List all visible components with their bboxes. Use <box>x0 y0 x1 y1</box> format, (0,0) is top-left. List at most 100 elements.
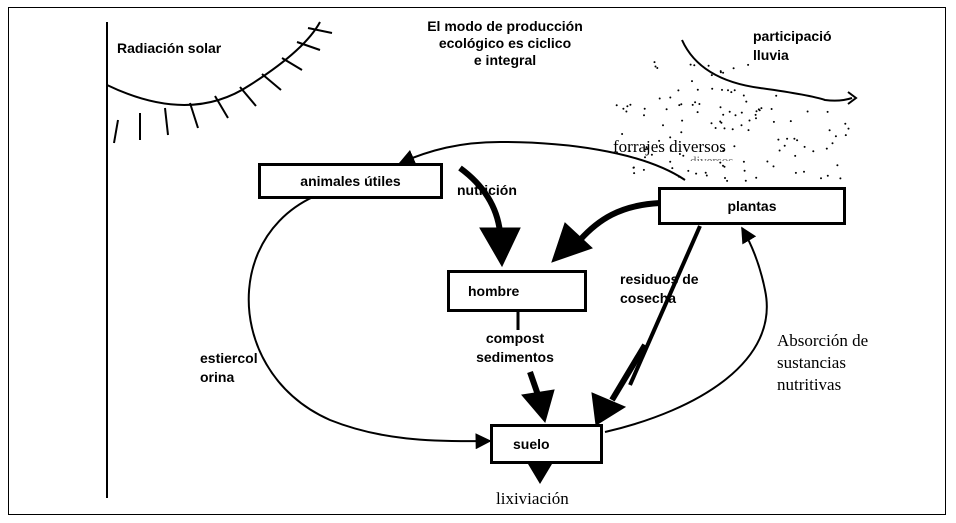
cycle-ellipse-right <box>604 226 768 433</box>
rain-dot <box>628 150 631 152</box>
rain-dot <box>847 127 850 130</box>
rain-dot <box>696 111 699 114</box>
rain-dot <box>828 129 831 132</box>
rain-dot <box>650 153 653 156</box>
rain-dot <box>687 169 690 172</box>
rain-dot <box>844 134 847 137</box>
rain-dot <box>742 94 745 97</box>
rain-dot <box>732 67 735 70</box>
diagram-frame <box>8 7 946 515</box>
arrow-plants-to-man-head <box>551 222 593 263</box>
sun-icon <box>106 21 333 144</box>
rain-dot <box>812 150 815 153</box>
rain-dot <box>754 113 757 116</box>
rain-dot <box>719 120 722 123</box>
cycle-ellipse-top <box>398 140 686 181</box>
rain-dot <box>772 165 775 168</box>
sun-ray <box>261 73 282 91</box>
rain-dot <box>730 91 733 94</box>
rain-dot <box>694 101 697 104</box>
rain-dot <box>646 147 649 150</box>
rain-dot <box>747 63 750 66</box>
rain-dot <box>722 71 725 74</box>
rain-dot <box>786 137 789 140</box>
rain-dot <box>755 110 758 113</box>
arrow-man-to-soil-head <box>521 389 555 424</box>
rain-dot <box>669 136 672 139</box>
rain-dot <box>691 80 693 83</box>
arrow-plants-to-soil <box>628 225 702 386</box>
rain-dot <box>711 87 714 90</box>
title-line-3: e integral <box>473 52 537 68</box>
rain-dot <box>772 120 775 123</box>
rain-dot <box>722 164 724 167</box>
rain-dot <box>644 156 646 159</box>
rain-dot <box>760 107 763 110</box>
rain-dot <box>698 103 701 105</box>
node-man: hombre <box>447 270 587 312</box>
rain-dot <box>744 179 747 182</box>
arrow-plants-to-soil-lower <box>609 343 648 402</box>
rain-dot <box>775 94 778 97</box>
title-line-1: El modo de producción <box>427 18 583 34</box>
rain-dot <box>831 142 834 145</box>
absorption-label-line-3: nutritivas <box>777 375 842 394</box>
rain-dot <box>777 138 780 141</box>
rain-dot <box>689 63 692 66</box>
rain-dot <box>722 149 725 152</box>
rain-dot <box>633 172 636 175</box>
rain-dot <box>671 167 674 170</box>
rain-dot <box>662 124 664 127</box>
arrow-plants-to-soil-head <box>591 392 627 426</box>
node-soil: suelo <box>490 424 603 464</box>
rain-dot <box>669 96 672 99</box>
rain-dot <box>625 110 628 113</box>
rain-dot <box>723 165 726 168</box>
rain-dot <box>806 110 809 113</box>
arrow-animals-to-man-head <box>479 227 521 268</box>
rain-dot <box>710 74 713 77</box>
rain-dot <box>839 177 842 180</box>
rain-dot <box>734 114 737 117</box>
rain-dot <box>733 89 736 92</box>
rain-dot <box>677 89 680 92</box>
rain-dot <box>731 128 734 131</box>
node-plants-label: plantas <box>727 198 777 214</box>
rain-dot <box>680 131 683 134</box>
rain-dot <box>629 103 632 106</box>
rain-dot <box>766 160 769 163</box>
rain-label-line-2: lluvia <box>753 47 789 63</box>
compost-label-line-1: compost <box>485 330 545 346</box>
rain-dot <box>710 122 713 125</box>
rain-dot <box>836 164 839 167</box>
rain-dot <box>720 121 723 124</box>
rain-dot <box>704 171 707 174</box>
residues-label-line-1: residuos de <box>620 271 699 287</box>
rain-dot <box>755 117 757 120</box>
manure-label-line-2: orina <box>200 369 235 385</box>
rain-dot <box>778 149 781 152</box>
rain-dot <box>615 104 618 107</box>
rain-dot <box>721 88 723 91</box>
arrow-soil-leaching-head <box>527 462 553 484</box>
diagram-title: El modo de producción ecológico es cicli… <box>415 18 595 69</box>
forage-label: forrajes diversos <box>613 137 726 156</box>
rain-dot <box>658 139 661 142</box>
rain-dot <box>653 61 656 64</box>
solar-radiation-label: Radiación solar <box>117 40 222 56</box>
rain-dot <box>645 146 648 149</box>
node-animals-label: animales útiles <box>300 173 401 189</box>
rain-dot <box>681 119 684 122</box>
rain-dot <box>742 160 745 163</box>
rain-stipple-icon <box>615 39 858 182</box>
rain-dot <box>820 177 822 180</box>
rain-dot <box>642 168 645 171</box>
rain-dot <box>740 111 743 114</box>
sun-ray <box>281 57 303 71</box>
sun-ray <box>113 119 119 144</box>
rain-dot <box>733 145 736 148</box>
rain-dot <box>680 103 683 106</box>
title-line-2: ecológico es ciclico <box>438 35 572 51</box>
sun-ray <box>164 107 169 136</box>
arrow-man-to-soil-lower <box>527 371 541 396</box>
